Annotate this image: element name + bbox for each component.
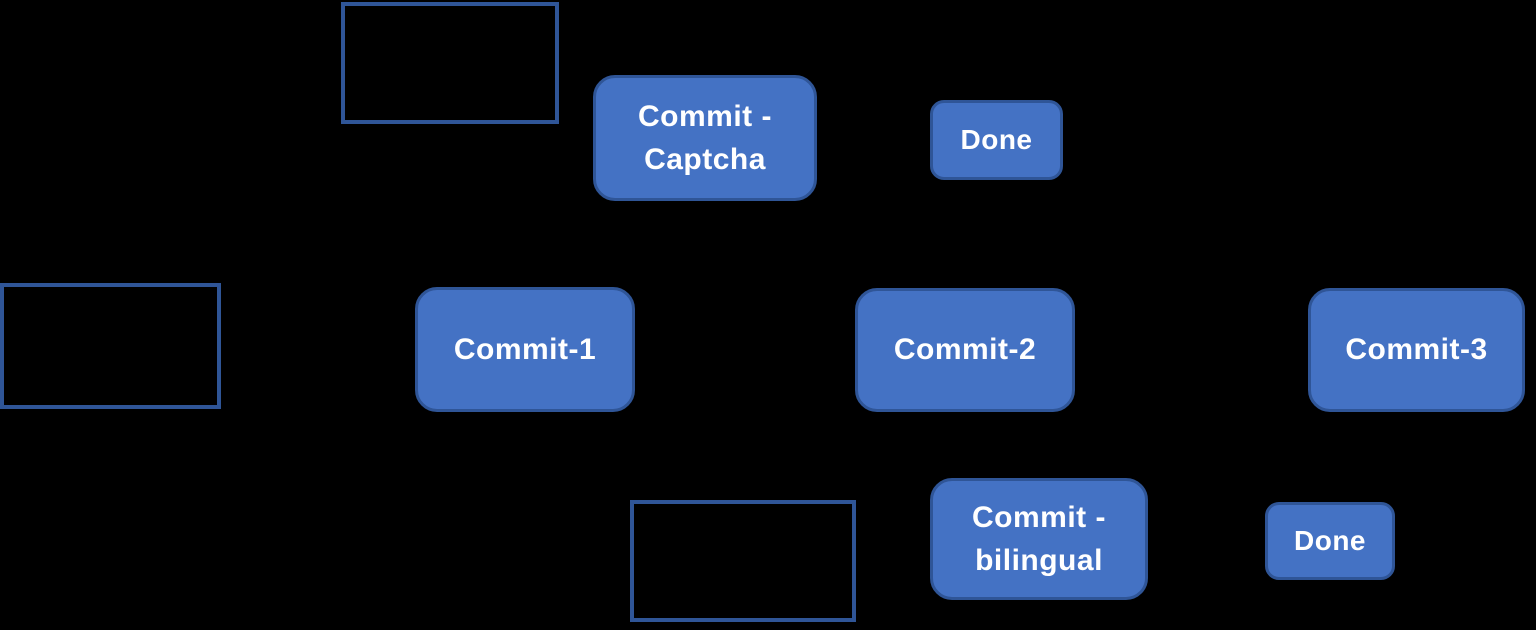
node-commit-captcha: Commit - Captcha: [593, 75, 817, 201]
node-done-bottom: Done: [1265, 502, 1395, 580]
node-done-bottom-label: Done: [1294, 524, 1366, 556]
node-done-top: Done: [930, 100, 1063, 180]
node-commit-1-label: Commit-1: [453, 332, 597, 366]
node-commit-captcha-label: Commit - Captcha: [638, 99, 772, 177]
node-commit-1: Commit-1: [415, 287, 635, 412]
node-commit-2-label: Commit-2: [893, 333, 1037, 367]
placeholder-rect-bottom: [630, 500, 856, 622]
node-commit-bilingual: Commit - bilingual: [930, 478, 1148, 600]
placeholder-rect-left: [0, 283, 221, 409]
node-commit-3-label: Commit-3: [1345, 333, 1488, 367]
node-commit-bilingual-label: Commit - bilingual: [972, 500, 1106, 578]
node-done-top-label: Done: [960, 123, 1033, 155]
node-commit-2: Commit-2: [855, 288, 1075, 412]
node-commit-3: Commit-3: [1308, 288, 1525, 412]
placeholder-rect-top: [341, 2, 559, 124]
